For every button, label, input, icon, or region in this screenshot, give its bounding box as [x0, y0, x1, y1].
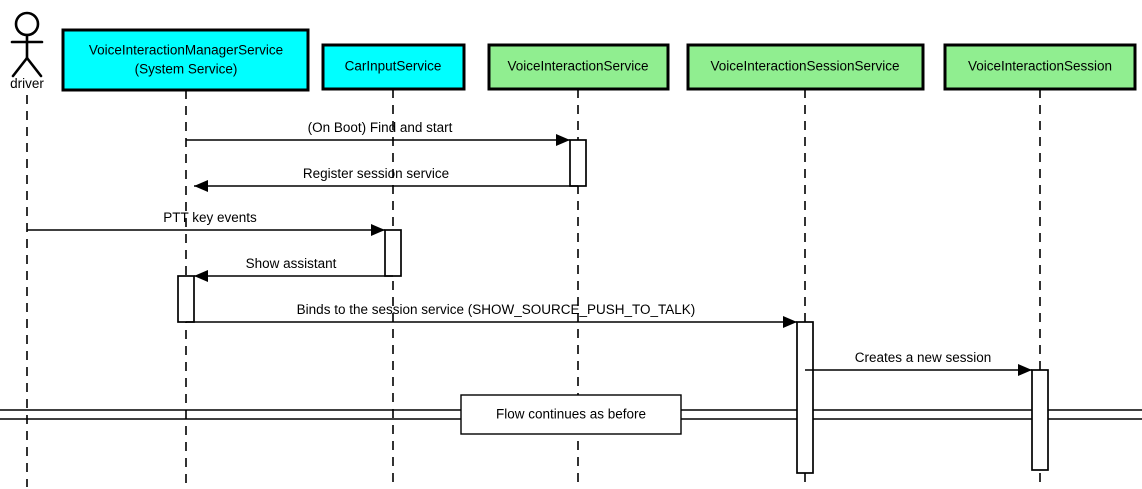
delay-divider-note: Flow continues as before	[460, 394, 682, 435]
activations-layer	[177, 139, 1049, 474]
message-binds-to-session-service-label: Binds to the session service (SHOW_SOURC…	[297, 302, 696, 317]
participant-viss-label: VoiceInteractionSessionService	[710, 59, 899, 74]
participant-cis-box	[321, 43, 466, 91]
delay-divider-note-label: Flow continues as before	[496, 407, 646, 422]
participant-vims[interactable]: VoiceInteractionManagerService (System Se…	[61, 28, 310, 92]
participant-vsess-label: VoiceInteractionSession	[968, 59, 1112, 74]
note-layer: Flow continues as before	[460, 394, 682, 435]
actor-head-icon	[14, 11, 40, 37]
driver-actor[interactable]: driver	[10, 11, 44, 91]
message-creates-a-new-session-label: Creates a new session	[855, 350, 992, 365]
participant-vis-label: VoiceInteractionService	[507, 59, 648, 74]
participant-cis[interactable]: CarInputService	[321, 43, 466, 91]
activation-vis	[569, 139, 587, 187]
message-on-boot-find-and-start[interactable]: (On Boot) Find and start	[186, 120, 570, 146]
message-show-assistant-arrowhead	[194, 270, 208, 282]
participant-vis-box	[487, 43, 670, 91]
delay-divider-note-box	[460, 394, 682, 435]
activation-viss	[796, 321, 814, 474]
message-ptt-key-events[interactable]: PTT key events	[27, 210, 385, 236]
participant-vsess-box	[943, 43, 1137, 91]
actor-left-leg-icon	[11, 56, 29, 78]
participant-vims-box	[61, 28, 310, 92]
message-show-assistant[interactable]: Show assistant	[194, 256, 393, 282]
message-on-boot-find-and-start-arrowhead	[556, 134, 570, 146]
actor-layer: driver	[10, 11, 44, 91]
participant-viss[interactable]: VoiceInteractionSessionService	[686, 43, 925, 91]
activation-cis	[384, 229, 402, 277]
message-register-session-service[interactable]: Register session service	[194, 166, 578, 192]
message-binds-to-session-service-arrowhead	[783, 316, 797, 328]
participant-vsess[interactable]: VoiceInteractionSession	[943, 43, 1137, 91]
participant-vis[interactable]: VoiceInteractionService	[487, 43, 670, 91]
message-ptt-key-events-arrowhead	[371, 224, 385, 236]
message-creates-a-new-session[interactable]: Creates a new session	[805, 350, 1032, 376]
participant-vims-label: VoiceInteractionManagerService	[89, 43, 283, 58]
actor-label: driver	[10, 76, 44, 91]
participants-layer: VoiceInteractionManagerService (System Se…	[61, 28, 1137, 92]
activation-vims	[177, 275, 195, 323]
message-binds-to-session-service[interactable]: Binds to the session service (SHOW_SOURC…	[186, 302, 797, 328]
message-register-session-service-label: Register session service	[303, 166, 449, 181]
message-show-assistant-label: Show assistant	[246, 256, 337, 271]
participant-viss-box	[686, 43, 925, 91]
message-ptt-key-events-label: PTT key events	[163, 210, 257, 225]
message-creates-a-new-session-arrowhead	[1018, 364, 1032, 376]
message-register-session-service-arrowhead	[194, 180, 208, 192]
actor-right-leg-icon	[25, 56, 43, 78]
activation-vsess	[1031, 369, 1049, 471]
message-on-boot-find-and-start-label: (On Boot) Find and start	[308, 120, 453, 135]
participant-cis-label: CarInputService	[345, 59, 442, 74]
participant-vims-label-secondary: (System Service)	[135, 62, 238, 77]
